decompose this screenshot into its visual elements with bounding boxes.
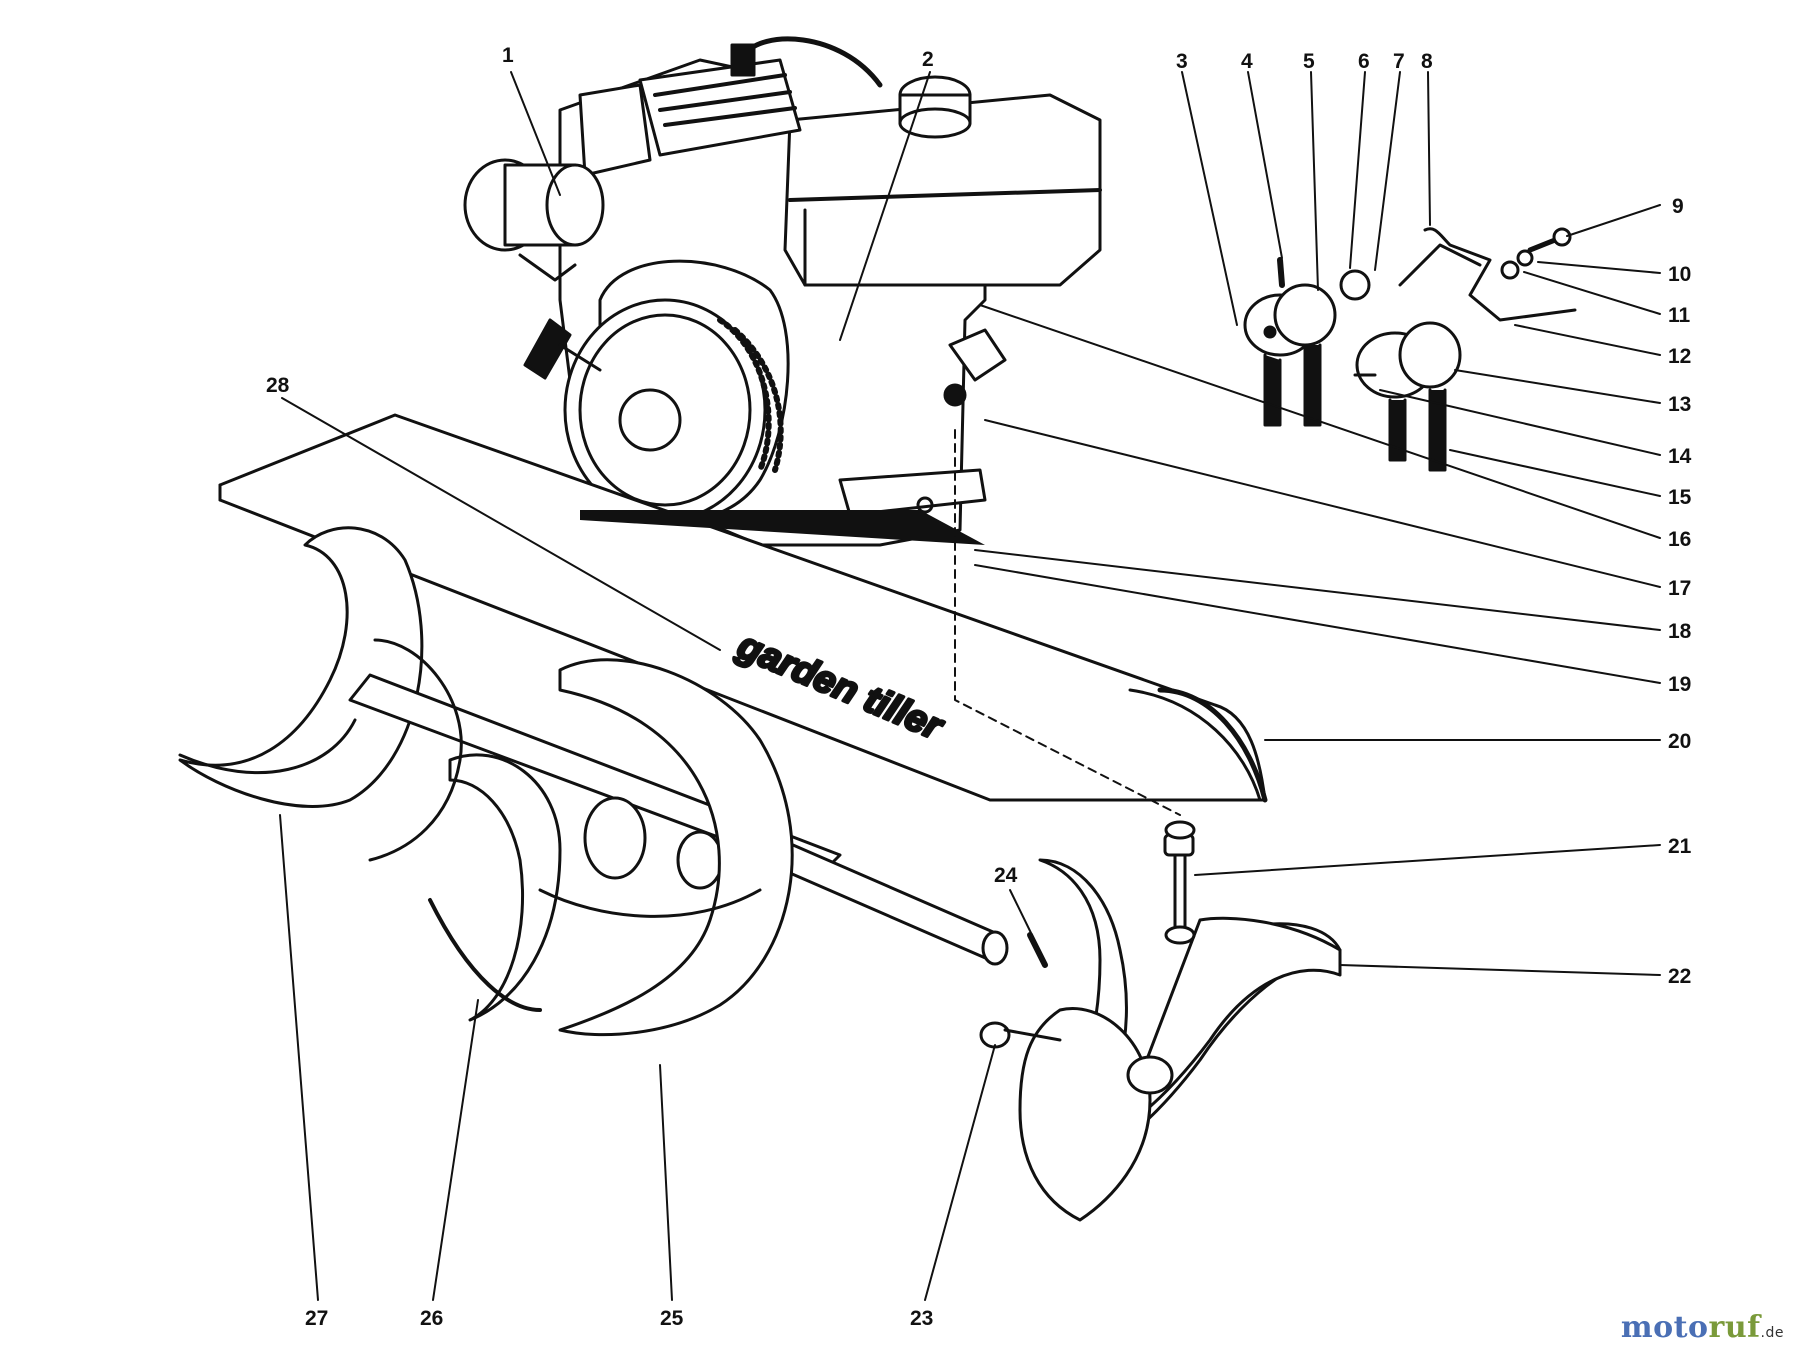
watermark-text-a: moto <box>1620 1310 1709 1345</box>
callout-4: 4 <box>1241 50 1253 73</box>
callout-20: 20 <box>1668 730 1691 753</box>
callout-12: 12 <box>1668 345 1691 368</box>
watermark-logo: motoruf.de <box>1621 1310 1784 1345</box>
engine-assembly <box>463 36 1102 547</box>
leader-lines <box>279 71 1661 1301</box>
callout-18: 18 <box>1668 620 1692 643</box>
callout-1: 1 <box>502 44 514 67</box>
callout-7: 7 <box>1393 50 1405 73</box>
watermark-text-b: ruf <box>1708 1310 1761 1345</box>
tine-shield-deck <box>218 413 1268 803</box>
callout-2: 2 <box>922 48 934 71</box>
callout-10: 10 <box>1668 263 1691 286</box>
callout-labels: 1 2 3 4 5 6 7 8 9 10 11 12 13 14 15 16 1… <box>266 44 1692 1330</box>
callout-15: 15 <box>1668 486 1692 509</box>
callout-27: 27 <box>305 1307 328 1330</box>
callout-16: 16 <box>1668 528 1691 551</box>
callout-3: 3 <box>1176 50 1188 73</box>
callout-5: 5 <box>1303 50 1315 73</box>
callout-17: 17 <box>1668 577 1691 600</box>
callout-13: 13 <box>1668 393 1691 416</box>
callout-23: 23 <box>910 1307 933 1330</box>
callout-14: 14 <box>1668 445 1692 468</box>
callout-24: 24 <box>994 864 1018 887</box>
callout-21: 21 <box>1668 835 1692 858</box>
callout-22: 22 <box>1668 965 1691 988</box>
callout-28: 28 <box>266 374 290 397</box>
callout-25: 25 <box>660 1307 684 1330</box>
pulley-assembly <box>1243 227 1577 472</box>
callout-26: 26 <box>420 1307 443 1330</box>
watermark-text-c: .de <box>1760 1325 1784 1341</box>
callout-19: 19 <box>1668 673 1691 696</box>
tine-assembly <box>178 429 1342 1222</box>
callout-9: 9 <box>1672 195 1684 218</box>
callout-6: 6 <box>1358 50 1370 73</box>
callout-11: 11 <box>1668 304 1691 327</box>
callout-8: 8 <box>1421 50 1433 73</box>
